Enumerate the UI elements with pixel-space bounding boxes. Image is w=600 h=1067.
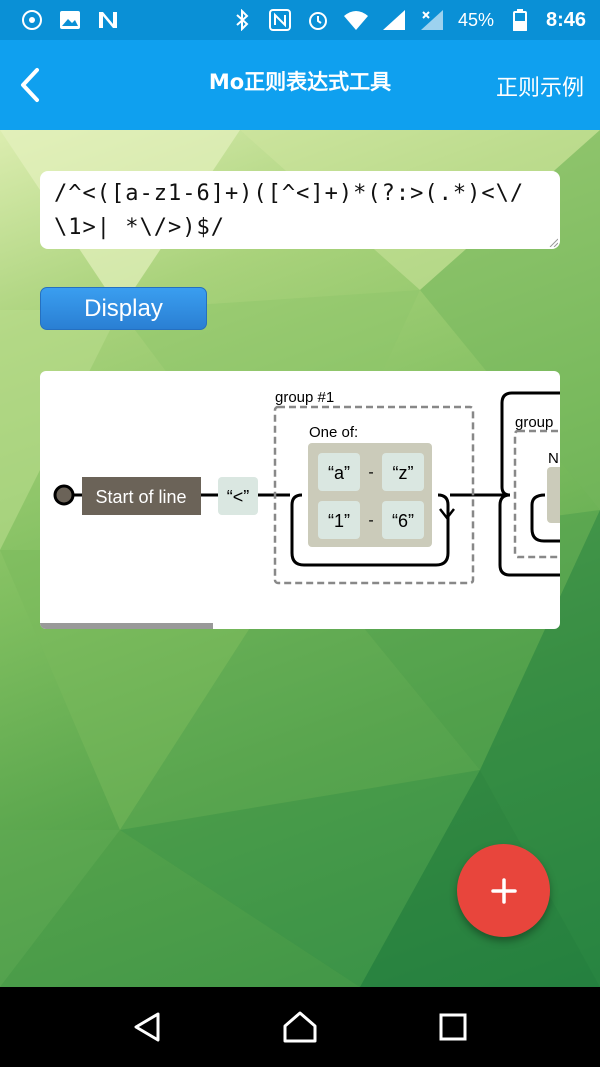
- next-partial-label: N: [548, 450, 559, 467]
- literal-lt-label: “<”: [227, 487, 250, 507]
- group2-box: [513, 429, 560, 559]
- group2-label: group: [515, 414, 553, 431]
- nav-recents-button[interactable]: [423, 997, 483, 1057]
- n-app-icon: [96, 8, 120, 32]
- back-icon: [21, 68, 39, 102]
- group1-label: group #1: [275, 389, 334, 406]
- resize-grip-icon[interactable]: [548, 237, 558, 247]
- one-of-label: One of:: [309, 424, 358, 441]
- range2-from: “1”: [328, 511, 350, 531]
- next-charclass-box: [547, 467, 560, 523]
- back-button[interactable]: [10, 65, 50, 105]
- add-icon: [490, 877, 517, 904]
- regex-value: /^<([a-z1-6]+)([^<]+)*(?:>(.*)<\/\1>| *\…: [54, 181, 525, 240]
- nav-back-icon: [134, 1012, 160, 1042]
- nav-home-icon: [283, 1011, 317, 1043]
- range1-to: “z”: [393, 463, 414, 483]
- image-icon: [58, 8, 82, 32]
- horizontal-scrollbar[interactable]: [40, 623, 213, 629]
- signal-x-icon: [420, 8, 444, 32]
- regex-diagram[interactable]: Start of line “<” group #1 One of: “a” -…: [40, 371, 560, 629]
- nfc-icon: [268, 8, 292, 32]
- wifi-icon: [343, 8, 368, 32]
- display-button[interactable]: Display: [40, 287, 207, 330]
- range2-dash: -: [368, 512, 373, 529]
- app-bar: Mo正则表达式工具 正则示例: [0, 40, 600, 130]
- battery-icon: [508, 8, 532, 32]
- battery-percent: 45%: [457, 9, 494, 30]
- signal-icon: [382, 8, 406, 32]
- system-nav-bar: [0, 987, 600, 1067]
- nav-home-button[interactable]: [270, 997, 330, 1057]
- start-of-line-label: Start of line: [95, 487, 186, 507]
- range2-to: “6”: [392, 511, 414, 531]
- nav-back-button[interactable]: [117, 997, 177, 1057]
- sync-icon: [20, 8, 44, 32]
- status-bar: 45% 8:46: [0, 0, 600, 40]
- range1-from: “a”: [328, 463, 350, 483]
- clock: 8:46: [545, 8, 586, 31]
- nav-recents-icon: [439, 1013, 467, 1041]
- regex-input[interactable]: /^<([a-z1-6]+)([^<]+)*(?:>(.*)<\/\1>| *\…: [40, 171, 560, 249]
- range1-dash: -: [368, 464, 373, 481]
- alarm-icon: [306, 8, 330, 32]
- add-button[interactable]: [457, 844, 550, 937]
- page-title: Mo正则表达式工具: [208, 70, 392, 94]
- bluetooth-icon: [230, 8, 254, 32]
- regex-examples-button[interactable]: 正则示例: [495, 76, 584, 101]
- literal-lt-node: “<”: [218, 477, 258, 515]
- start-of-line-node: Start of line: [82, 477, 201, 515]
- group1-box: [273, 405, 475, 585]
- start-node: [53, 484, 75, 506]
